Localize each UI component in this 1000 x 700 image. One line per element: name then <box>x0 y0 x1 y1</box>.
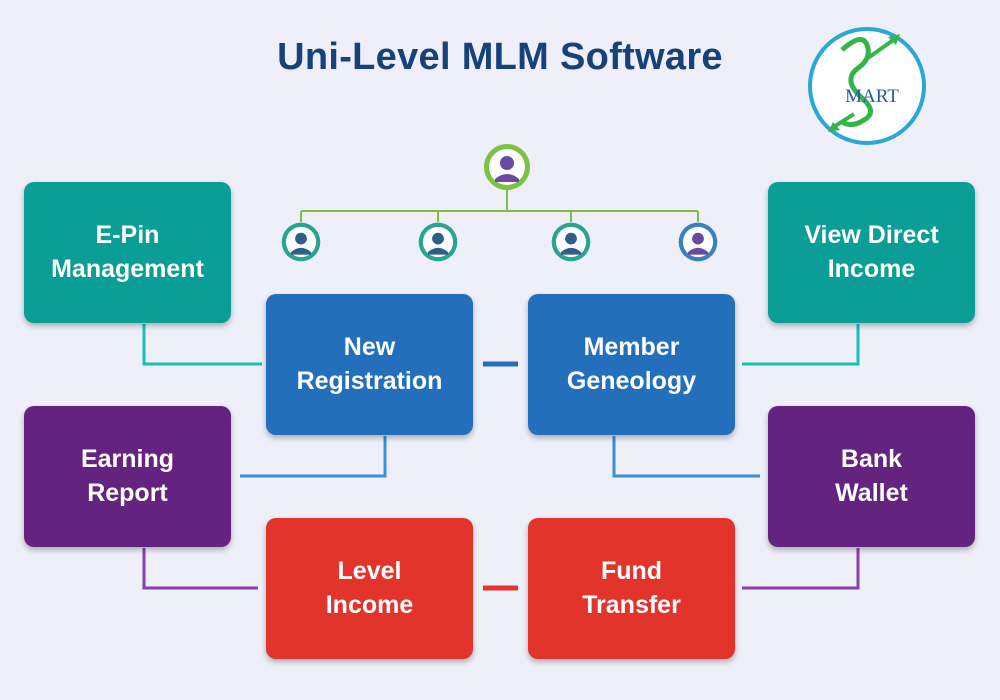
member-geneology-box: Member Geneology <box>528 294 735 435</box>
new-registration-box: New Registration <box>266 294 473 435</box>
smart-logo: MART <box>802 24 932 148</box>
smart-logo-icon: MART <box>808 27 926 145</box>
view-direct-income-box: View Direct Income <box>768 182 975 323</box>
user-icon <box>484 144 530 190</box>
level-income-box: Level Income <box>266 518 473 659</box>
fund-transfer-box: Fund Transfer <box>528 518 735 659</box>
earning-report-box: Earning Report <box>24 406 231 547</box>
user-icon <box>418 222 458 262</box>
page-title: Uni-Level MLM Software <box>277 36 723 78</box>
user-icon <box>551 222 591 262</box>
logo-text: MART <box>845 86 899 107</box>
user-icon <box>281 222 321 262</box>
bank-wallet-box: Bank Wallet <box>768 406 975 547</box>
user-icon <box>678 222 718 262</box>
epin-management-box: E-Pin Management <box>24 182 231 323</box>
